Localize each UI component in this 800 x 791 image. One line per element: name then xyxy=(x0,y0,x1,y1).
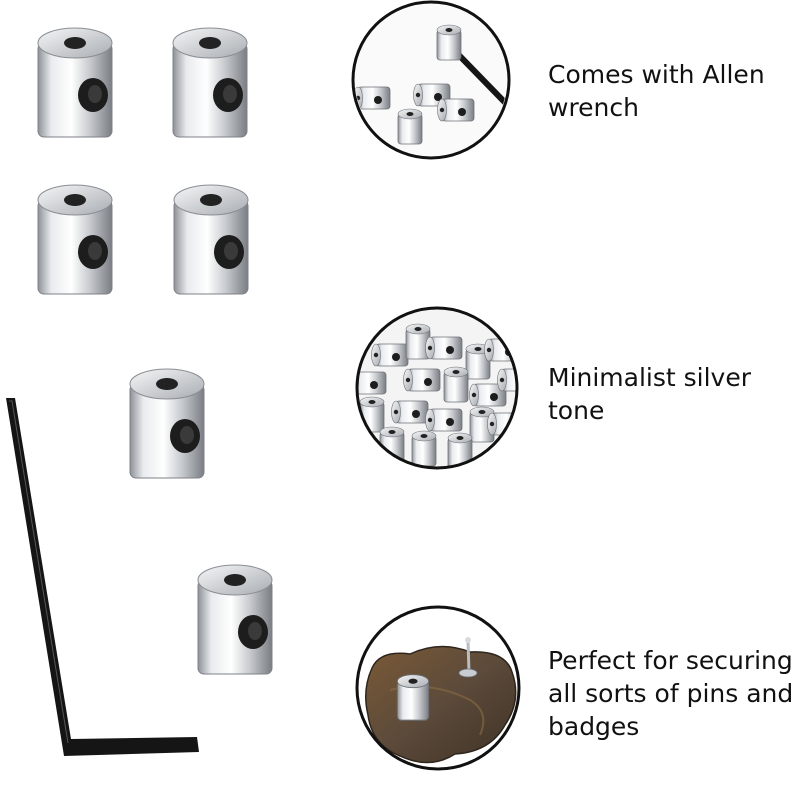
feature-text-silver-tone: Minimalist silver tone xyxy=(548,361,751,427)
pin-lock xyxy=(173,184,249,295)
pin-lock xyxy=(129,368,205,479)
feature-line: Minimalist silver xyxy=(548,363,752,392)
pin-lock xyxy=(37,184,113,295)
feature-photo-pile xyxy=(355,306,519,470)
feature-photo-wrench xyxy=(351,0,511,160)
pin-lock xyxy=(37,27,113,138)
feature-photo-badge xyxy=(355,605,521,771)
feature-line: all sorts of pins and xyxy=(548,679,794,708)
pin-lock xyxy=(172,27,248,138)
feature-text-pins-badges: Perfect for securing all sorts of pins a… xyxy=(548,644,793,743)
pin-lock xyxy=(197,564,273,675)
feature-text-allen-wrench: Comes with Allen wrench xyxy=(548,58,765,124)
allen-wrench xyxy=(6,398,199,756)
feature-line: Perfect for securing xyxy=(548,646,793,675)
feature-line: wrench xyxy=(548,93,639,122)
feature-line: Comes with Allen xyxy=(548,60,765,89)
feature-line: badges xyxy=(548,712,640,741)
feature-line: tone xyxy=(548,396,605,425)
